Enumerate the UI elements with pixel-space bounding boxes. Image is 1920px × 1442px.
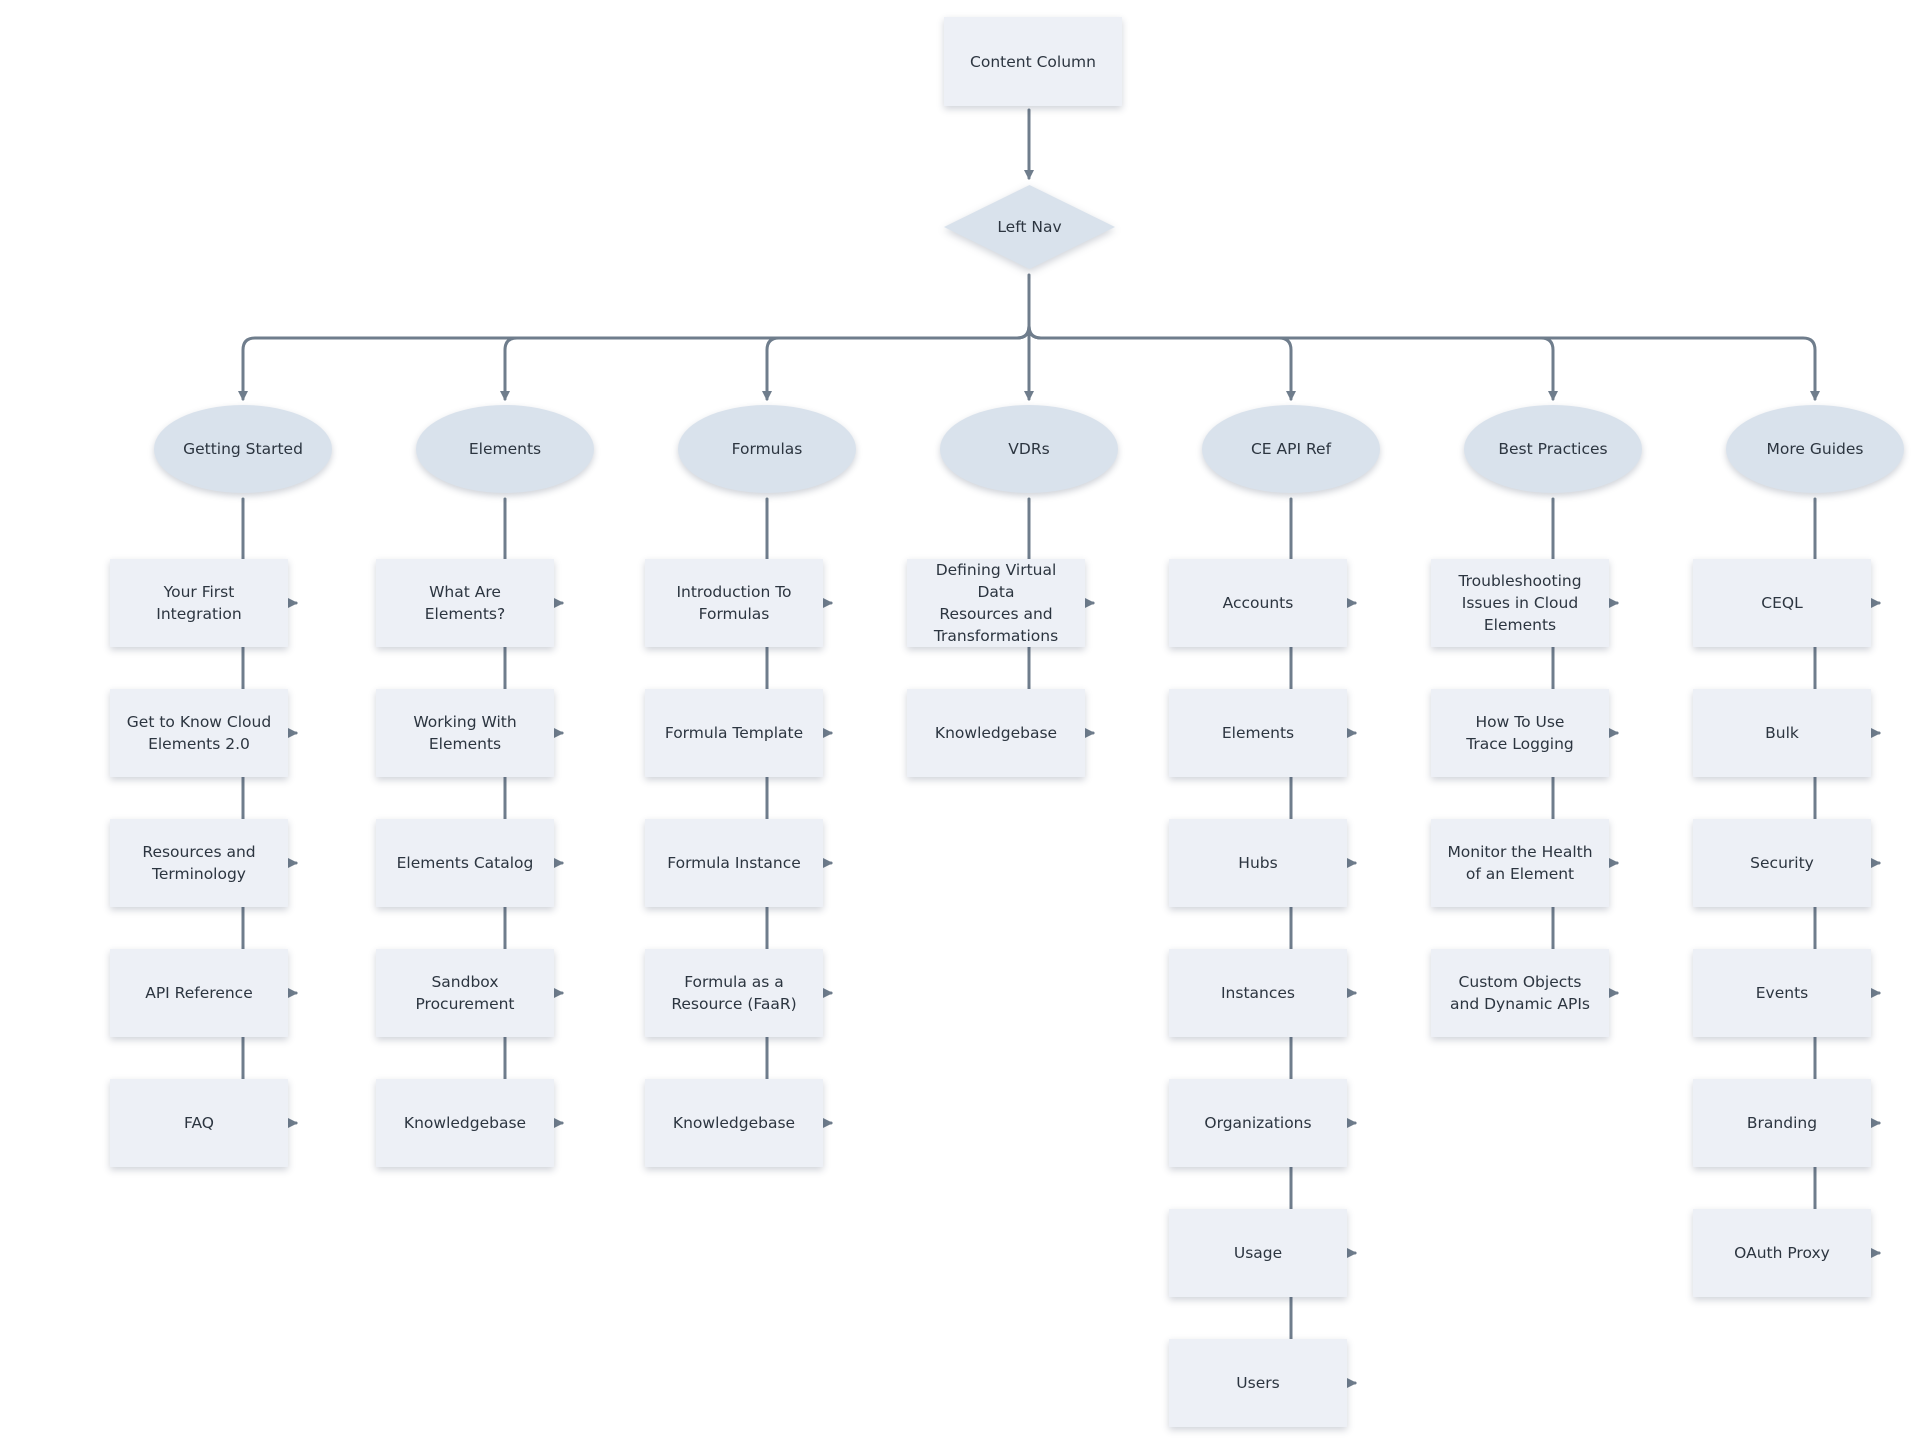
topic-label: Defining Virtual Data Resources and Tran…	[933, 561, 1059, 645]
topic-box-more-guides: CEQL	[1693, 559, 1871, 647]
topic-box-more-guides: Security	[1693, 819, 1871, 907]
topic-box-vdrs: Knowledgebase	[907, 689, 1085, 777]
topic-box-more-guides: Bulk	[1693, 689, 1871, 777]
topic-label: Security	[1750, 854, 1814, 872]
topic-box-best-practices: Custom Objects and Dynamic APIs	[1431, 949, 1609, 1037]
left-nav-decision: Left Nav	[942, 183, 1117, 271]
topic-label: Your First Integration	[156, 583, 242, 623]
topic-box-more-guides: OAuth Proxy	[1693, 1209, 1871, 1297]
section-getting-started: Getting Started	[154, 405, 332, 493]
topic-label: Formula Instance	[667, 854, 801, 872]
section-label: Formulas	[731, 440, 803, 458]
topic-box-getting-started: API Reference	[110, 949, 288, 1037]
topic-box-formulas: Formula as a Resource (FaaR)	[645, 949, 823, 1037]
topic-box-ce-api-ref: Accounts	[1169, 559, 1347, 647]
topic-label: Users	[1236, 1374, 1280, 1392]
topic-box-formulas: Introduction To Formulas	[645, 559, 823, 647]
topic-label: Branding	[1746, 1114, 1818, 1132]
topic-label: How To Use Trace Logging	[1466, 713, 1574, 753]
topic-label: Formula Template	[664, 724, 804, 742]
topic-label: Monitor the Health of an Element	[1447, 843, 1593, 883]
topic-label: Resources and Terminology	[142, 843, 256, 883]
topic-label: Introduction To Formulas	[676, 583, 792, 623]
topic-box-elements: Elements Catalog	[376, 819, 554, 907]
topic-box-getting-started: Resources and Terminology	[110, 819, 288, 907]
connector-to-more-guides	[1027, 324, 1820, 401]
topic-box-vdrs: Defining Virtual Data Resources and Tran…	[907, 559, 1085, 647]
topic-box-ce-api-ref: Usage	[1169, 1209, 1347, 1297]
topic-label: API Reference	[145, 984, 253, 1002]
section-vdrs: VDRs	[940, 405, 1118, 493]
topic-label: Hubs	[1238, 854, 1278, 872]
topic-box-elements: What Are Elements?	[376, 559, 554, 647]
section-elements: Elements	[416, 405, 594, 493]
topic-label: Organizations	[1204, 1114, 1312, 1132]
connector-to-formulas	[762, 324, 1031, 401]
topic-label: Custom Objects and Dynamic APIs	[1450, 973, 1590, 1013]
section-formulas: Formulas	[678, 405, 856, 493]
section-more-guides: More Guides	[1726, 405, 1904, 493]
topic-label: Accounts	[1222, 594, 1294, 612]
topic-label: Knowledgebase	[934, 724, 1058, 742]
topic-box-ce-api-ref: Users	[1169, 1339, 1347, 1427]
topic-label: Elements Catalog	[396, 854, 534, 872]
topic-label: FAQ	[183, 1114, 215, 1132]
topic-box-elements: Working With Elements	[376, 689, 554, 777]
topic-box-best-practices: How To Use Trace Logging	[1431, 689, 1609, 777]
topic-box-best-practices: Troubleshooting Issues in Cloud Elements	[1431, 559, 1609, 647]
topic-box-ce-api-ref: Instances	[1169, 949, 1347, 1037]
section-best-practices: Best Practices	[1464, 405, 1642, 493]
section-label: Elements	[468, 440, 542, 458]
section-label: Getting Started	[183, 440, 303, 458]
topic-label: Knowledgebase	[672, 1114, 796, 1132]
topic-box-getting-started: Get to Know Cloud Elements 2.0	[110, 689, 288, 777]
topic-box-formulas: Knowledgebase	[645, 1079, 823, 1167]
topic-label: Events	[1755, 984, 1809, 1002]
topic-label: Formula as a Resource (FaaR)	[671, 973, 797, 1013]
topic-label: Elements	[1221, 724, 1295, 742]
topic-label: CEQL	[1761, 594, 1803, 612]
topic-label: Get to Know Cloud Elements 2.0	[126, 713, 272, 753]
section-label: Best Practices	[1498, 440, 1608, 458]
topic-box-more-guides: Branding	[1693, 1079, 1871, 1167]
left-nav-diamond-shape	[944, 185, 1115, 269]
topic-box-best-practices: Monitor the Health of an Element	[1431, 819, 1609, 907]
topic-label: Working With Elements	[413, 713, 517, 753]
topic-box-getting-started: FAQ	[110, 1079, 288, 1167]
section-label: More Guides	[1766, 440, 1864, 458]
topic-box-elements: Sandbox Procurement	[376, 949, 554, 1037]
topic-label: Troubleshooting Issues in Cloud Elements	[1458, 572, 1582, 634]
topic-box-ce-api-ref: Organizations	[1169, 1079, 1347, 1167]
topic-box-more-guides: Events	[1693, 949, 1871, 1037]
topic-box-ce-api-ref: Hubs	[1169, 819, 1347, 907]
topic-box-formulas: Formula Instance	[645, 819, 823, 907]
topic-label: Sandbox Procurement	[415, 973, 515, 1013]
topic-box-ce-api-ref: Elements	[1169, 689, 1347, 777]
section-label: CE API Ref	[1250, 440, 1332, 458]
topic-box-elements: Knowledgebase	[376, 1079, 554, 1167]
topic-label: Usage	[1233, 1244, 1283, 1262]
topic-box-getting-started: Your First Integration	[110, 559, 288, 647]
topic-label: Bulk	[1765, 724, 1799, 742]
section-label: VDRs	[1008, 440, 1050, 458]
section-ce-api-ref: CE API Ref	[1202, 405, 1380, 493]
topic-label: Knowledgebase	[403, 1114, 527, 1132]
left-nav-label: Left Nav	[997, 218, 1062, 236]
root-node-label: Content Column	[970, 52, 1096, 71]
topic-box-formulas: Formula Template	[645, 689, 823, 777]
topic-label: OAuth Proxy	[1734, 1244, 1830, 1262]
topic-label: Instances	[1220, 984, 1295, 1002]
topic-label: What Are Elements?	[424, 583, 506, 623]
root-node: Content Column	[944, 17, 1122, 106]
